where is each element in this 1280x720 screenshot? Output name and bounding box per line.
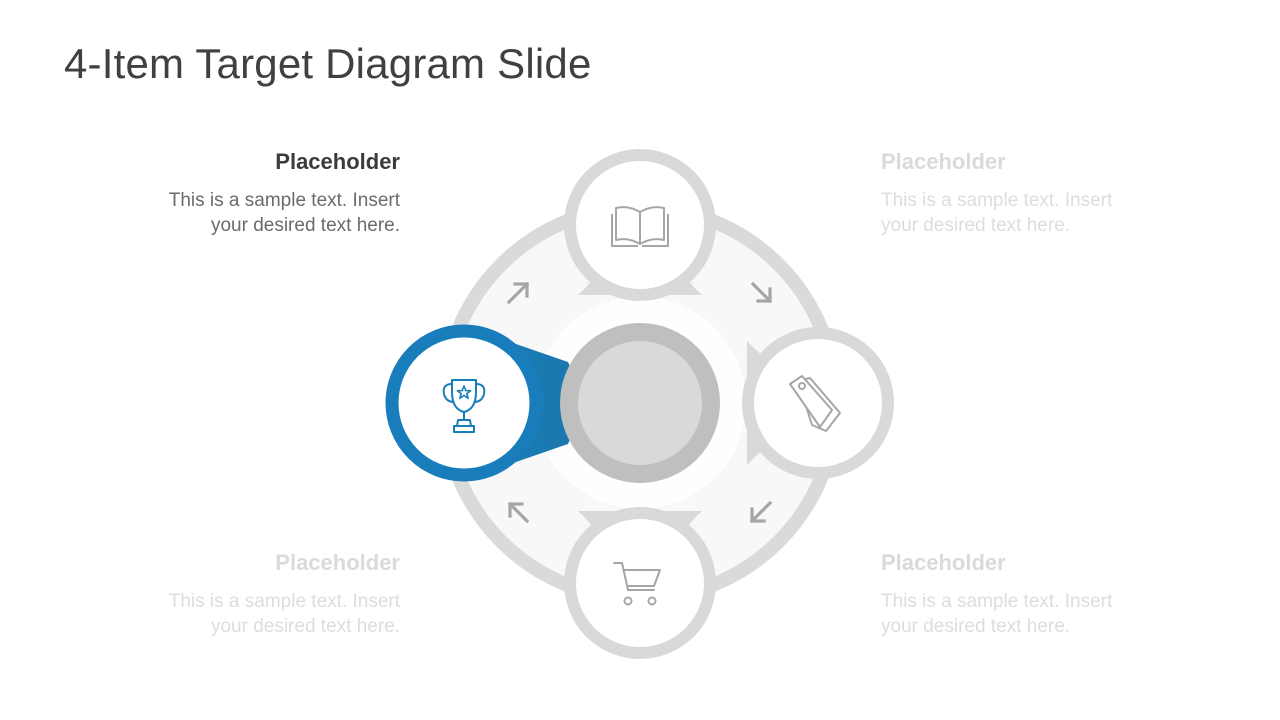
description-line: This is a sample text. Insert (168, 591, 400, 612)
item-description: This is a sample text. Insert your desir… (881, 188, 1181, 238)
description-line: your desired text here. (881, 215, 1071, 236)
text-block-bottom-left: Placeholder This is a sample text. Inser… (100, 549, 400, 639)
node-bottom (564, 507, 716, 659)
arrow-top-right (750, 281, 773, 304)
item-description: This is a sample text. Insert your desir… (100, 188, 400, 238)
item-description: This is a sample text. Insert your desir… (100, 589, 400, 639)
description-line: This is a sample text. Insert (881, 190, 1113, 211)
description-line: your desired text here. (210, 215, 400, 236)
item-heading: Placeholder (881, 149, 1006, 174)
node-left-active (385, 324, 543, 482)
item-heading: Placeholder (275, 550, 400, 575)
trophy-icon (442, 379, 486, 433)
item-heading: Placeholder (881, 550, 1006, 575)
text-block-bottom-right: Placeholder This is a sample text. Inser… (881, 549, 1181, 639)
book-icon (611, 206, 669, 247)
price-tag-icon (789, 375, 841, 432)
description-line: your desired text here. (881, 616, 1071, 637)
text-block-top-right: Placeholder This is a sample text. Inser… (881, 148, 1181, 238)
item-heading: Placeholder (275, 149, 400, 174)
text-block-top-left: Placeholder This is a sample text. Inser… (100, 148, 400, 238)
arrow-bottom-left (507, 501, 530, 524)
arrow-top-left (506, 281, 530, 305)
slide-title: 4-Item Target Diagram Slide (64, 40, 592, 87)
arrow-bottom-right (749, 500, 773, 524)
description-line: This is a sample text. Insert (168, 190, 400, 211)
shopping-cart-icon (613, 562, 661, 606)
item-description: This is a sample text. Insert your desir… (881, 589, 1181, 639)
description-line: This is a sample text. Insert (881, 591, 1113, 612)
description-line: your desired text here. (210, 616, 400, 637)
hub-inner (578, 341, 702, 465)
